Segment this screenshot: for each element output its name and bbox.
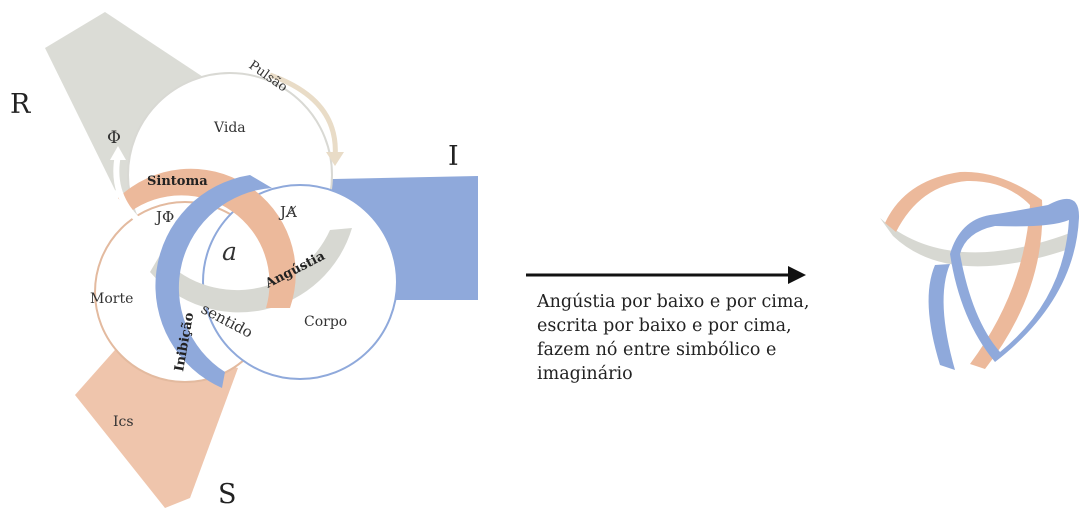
inibicao-band (155, 175, 272, 388)
label-a: a (222, 237, 237, 266)
small-borromean-knot (880, 171, 1080, 370)
pulsao-arrow (269, 72, 338, 159)
label-s: S (218, 479, 237, 510)
label-sintoma: Sintoma (147, 174, 208, 189)
sintoma-band (118, 168, 296, 308)
small-knot-blue-band (950, 198, 1080, 362)
label-j-phi: JΦ (154, 208, 174, 226)
label-vida: Vida (213, 120, 246, 136)
small-knot-blue-band-left (928, 264, 955, 370)
label-phi: Φ (107, 128, 121, 148)
angustia-band (150, 228, 352, 313)
pulsao-arrowhead-icon (326, 152, 344, 166)
label-ics: Ics (113, 414, 134, 430)
label-i: I (448, 141, 459, 172)
label-morte: Morte (90, 291, 133, 307)
label-j-a: JA̸ (278, 203, 297, 221)
phi-arrow (113, 154, 143, 225)
transition-arrowhead-icon (788, 266, 806, 284)
label-corpo: Corpo (304, 314, 347, 330)
label-r: R (10, 89, 31, 120)
symbolic-peach-band (75, 342, 238, 508)
small-knot-peach-band (885, 171, 1043, 369)
phi-arrowhead-icon (110, 146, 126, 160)
caption-text: Angústia por baixo e por cima, escrita p… (537, 292, 810, 384)
